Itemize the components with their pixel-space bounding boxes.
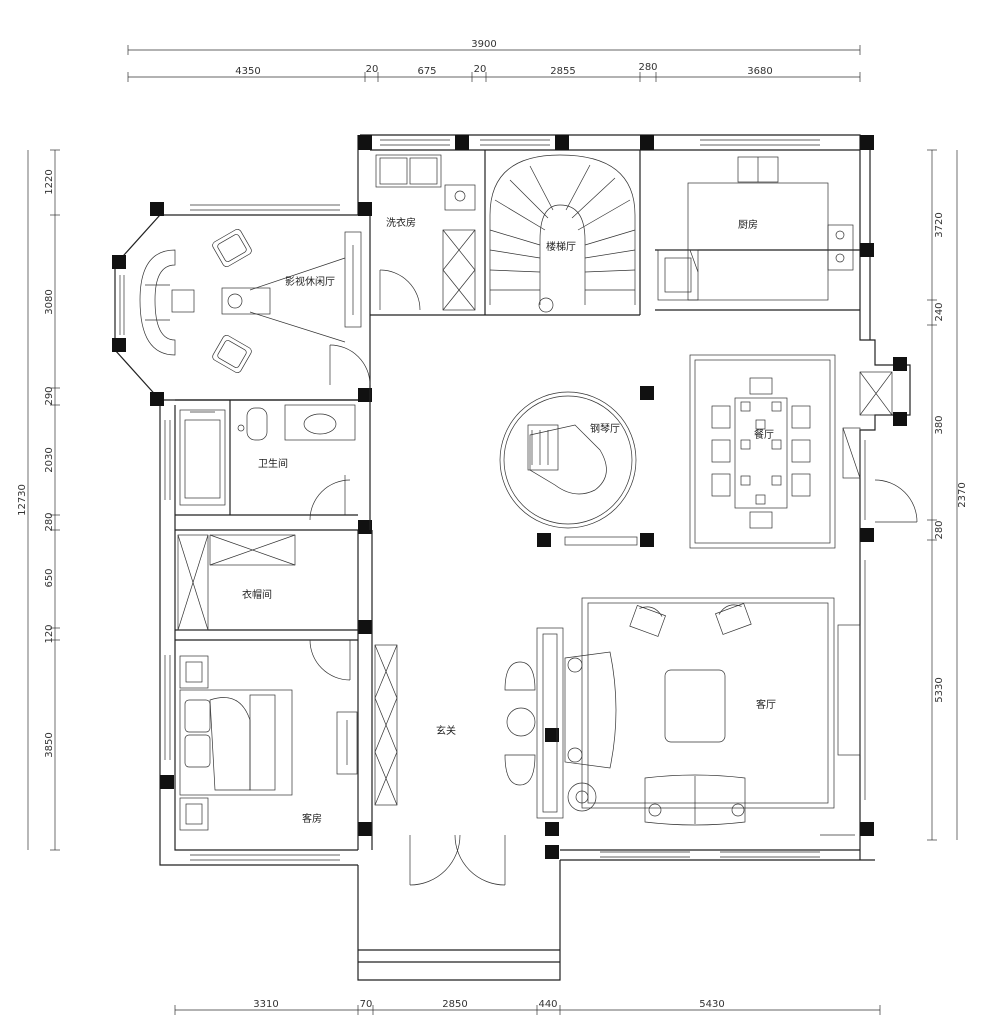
bath-fixtures: [179, 404, 356, 521]
room-label-living: 客厅: [756, 698, 776, 711]
dim-left-3: 290: [44, 386, 55, 405]
dining-set: [689, 354, 836, 549]
room-label-dining: 餐厅: [754, 428, 774, 441]
exterior-walls: [114, 134, 911, 981]
dim-top-3: 675: [417, 66, 436, 77]
bedroom-furniture: [179, 655, 358, 831]
dim-right-1: 3720: [934, 212, 945, 237]
av-room-furniture: [139, 228, 371, 386]
room-label-stair: 楼梯厅: [546, 240, 576, 253]
dim-top-7: 3680: [747, 66, 772, 77]
dim-left-6: 650: [44, 568, 55, 587]
dim-top-5: 2855: [550, 66, 575, 77]
foyer-fixtures: [374, 644, 506, 886]
dim-bottom-5: 5430: [699, 999, 724, 1010]
dim-top-2: 20: [366, 64, 379, 75]
dim-left-8: 3850: [44, 732, 55, 757]
dim-right-overall: 2370: [957, 482, 968, 507]
dim-left-7: 120: [44, 624, 55, 643]
dim-left-overall: 12730: [17, 484, 28, 516]
dim-bottom-1: 3310: [253, 999, 278, 1010]
dim-bottom-3: 2850: [442, 999, 467, 1010]
dim-right-4: 280: [934, 520, 945, 539]
room-label-laundry: 洗衣房: [386, 216, 416, 229]
dim-bottom-2: 70: [360, 999, 373, 1010]
kitchen-fixtures: [657, 156, 854, 301]
structural-columns: [112, 135, 907, 859]
room-label-kitchen: 厨房: [738, 218, 758, 231]
room-label-bedroom: 客房: [302, 812, 322, 825]
dim-left-4: 2030: [44, 447, 55, 472]
room-label-piano: 钢琴厅: [590, 422, 620, 435]
living-furniture: [504, 597, 861, 826]
dimension-lines: [27, 45, 958, 1015]
dim-top-overall: 3900: [471, 39, 496, 50]
dim-right-3: 380: [934, 415, 945, 434]
dim-left-5: 280: [44, 512, 55, 531]
side-doors: [820, 371, 918, 836]
closet-fixtures: [177, 534, 351, 681]
dim-right-lower: 5330: [934, 677, 945, 702]
room-label-foyer: 玄关: [436, 724, 456, 737]
staircase: [489, 154, 636, 313]
dim-top-1: 4350: [235, 66, 260, 77]
dim-left-1: 1220: [44, 169, 55, 194]
piano: [499, 391, 638, 546]
laundry-fixtures: [375, 154, 476, 311]
room-label-av-room: 影视休闲厅: [285, 275, 335, 288]
interior-walls: [175, 150, 860, 850]
dim-right-2: 240: [934, 302, 945, 321]
room-label-closet: 衣帽间: [242, 588, 272, 601]
room-label-bath: 卫生间: [258, 457, 288, 470]
dim-left-2: 3080: [44, 289, 55, 314]
dim-top-4: 20: [474, 64, 487, 75]
windows: [119, 139, 866, 861]
dim-top-6: 280: [638, 62, 657, 73]
dim-bottom-4: 440: [538, 999, 557, 1010]
